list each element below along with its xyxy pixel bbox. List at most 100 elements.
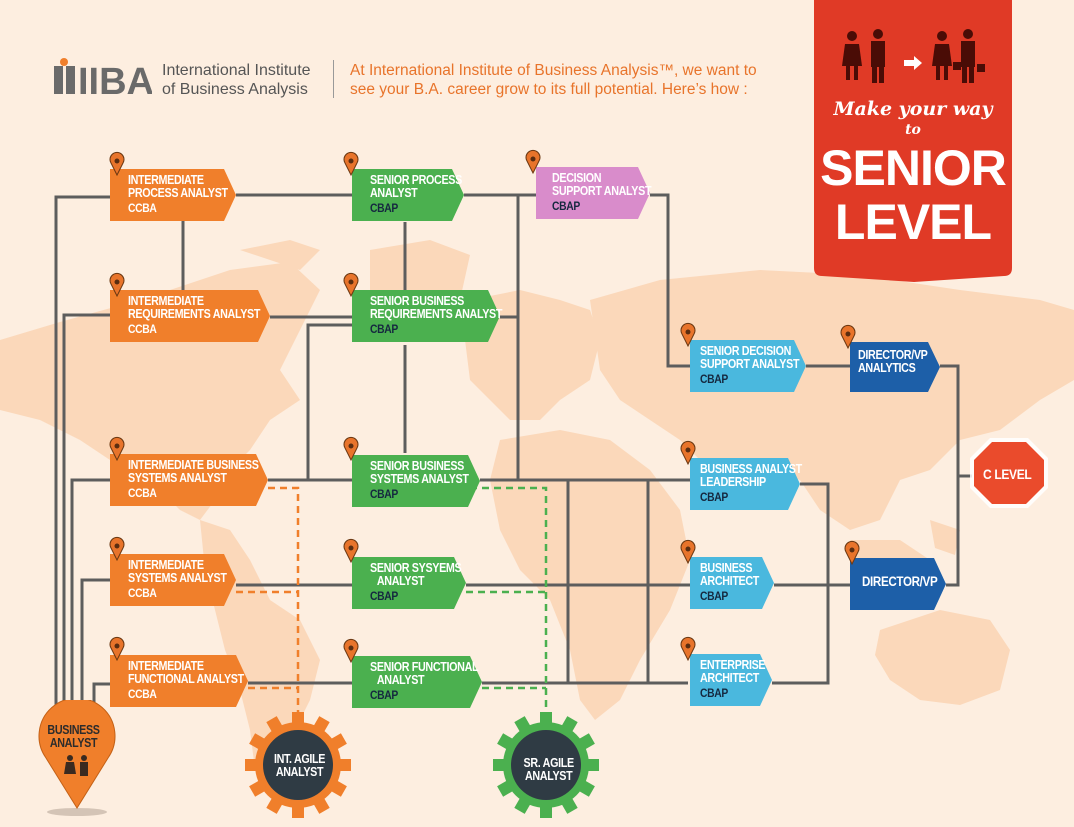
gear-tooth [312, 795, 330, 814]
tagline-line-2: see your B.A. career grow to its full po… [350, 81, 748, 98]
location-pin-dot [348, 158, 354, 164]
location-pin-icon [343, 151, 359, 177]
location-pin-dot [849, 547, 855, 553]
gear-tooth [514, 795, 532, 814]
c-level-label: C LEVEL [983, 466, 1032, 482]
header-tagline: At International Institute of Business A… [350, 61, 757, 99]
location-pin-dot [685, 329, 691, 335]
cert-label: CBAP [370, 322, 398, 336]
cert-label: CBAP [700, 589, 728, 603]
gear-tooth [576, 779, 595, 797]
node-senior-decision-support-analyst[interactable]: SENIOR DECISION SUPPORT ANALYST CBAP [700, 344, 800, 387]
location-pin-icon [343, 272, 359, 298]
location-pin-icon [109, 636, 125, 662]
agile-dashed-paths [236, 486, 548, 716]
location-pin-icon [525, 149, 541, 175]
location-pin-dot [348, 279, 354, 285]
node-senior-business-systems-analyst[interactable]: SENIOR BUSINESS SYSTEMS ANALYST CBAP [370, 459, 469, 502]
org-line-2: of Business Analysis [162, 81, 308, 98]
c-level-octagon[interactable]: C LEVEL [970, 438, 1048, 508]
location-pin-icon [680, 636, 696, 662]
location-pin-dot [114, 543, 120, 549]
node-senior-systems-analyst[interactable]: SENIOR SYSYEMS ANALYST CBAP [370, 561, 462, 604]
location-pin-icon [343, 638, 359, 664]
location-pin-dot [114, 158, 120, 164]
tagline-line-1: At International Institute of Business A… [350, 62, 757, 79]
gear-tooth [312, 716, 330, 735]
node-intermediate-business-systems-analyst[interactable]: INTERMEDIATE BUSINESS SYSTEMS ANALYST CC… [128, 458, 259, 501]
connector-lines [54, 193, 972, 720]
node-decision-support-analyst[interactable]: DECISION SUPPORT ANALYST CBAP [552, 171, 652, 214]
gear-tooth [249, 733, 268, 751]
banner-line-3: SENIOR [820, 140, 1007, 196]
cert-label: CBAP [700, 372, 728, 386]
gear-tooth [560, 716, 578, 735]
senior-level-banner: Make your way to SENIOR LEVEL [814, 0, 1012, 282]
trunk-to-int-systems [80, 578, 110, 720]
location-pin-dot [845, 331, 851, 337]
sr-agile-analyst-label[interactable]: SR. AGILE ANALYST [523, 756, 575, 783]
node-shapes [110, 167, 946, 708]
location-pin-icon [109, 272, 125, 298]
node-business-architect[interactable]: BUSINESS ARCHITECT CBAP [700, 561, 760, 604]
business-analyst-start-pin[interactable]: BUSINESS ANALYST [36, 700, 118, 816]
gear-tooth [292, 804, 304, 818]
node-intermediate-process-analyst[interactable]: INTERMEDIATE PROCESS ANALYST CCBA [128, 173, 228, 216]
location-pin-dot [114, 443, 120, 449]
location-pin-dot [348, 645, 354, 651]
location-pin-icon [109, 151, 125, 177]
cert-label: CCBA [128, 486, 157, 500]
gear-tooth [585, 759, 599, 771]
location-pin-dot [685, 643, 691, 649]
cert-label: CBAP [370, 201, 398, 215]
location-pin-dot [685, 447, 691, 453]
node-director-vp[interactable]: DIRECTOR/VP [862, 574, 938, 589]
location-pin-icon [109, 536, 125, 562]
node-senior-business-requirements-analyst[interactable]: SENIOR BUSINESS REQUIREMENTS ANALYST CBA… [370, 294, 503, 337]
location-pin-icon [680, 322, 696, 348]
location-pin-icon [844, 540, 860, 566]
node-director-vp-analytics[interactable]: DIRECTOR/VP ANALYTICS [858, 348, 928, 375]
location-pin-icon [343, 436, 359, 462]
location-pin-dot [348, 443, 354, 449]
trunk-to-int-requirements [62, 313, 110, 720]
gear-tooth [497, 733, 516, 751]
banner-line-4: LEVEL [834, 194, 992, 250]
cert-label: CCBA [128, 586, 157, 600]
iiba-logo: IIBA [52, 58, 154, 103]
node-intermediate-functional-analyst[interactable]: INTERMEDIATE FUNCTIONAL ANALYST CCBA [128, 659, 244, 702]
gear-tooth [245, 759, 259, 771]
gear-tooth [249, 779, 268, 797]
location-pin-icon [343, 538, 359, 564]
cert-label: CBAP [700, 490, 728, 504]
node-enterprise-architect[interactable]: ENTERPRISE ARCHITECT CBAP [700, 658, 766, 701]
location-pin-dot [114, 279, 120, 285]
int-agile-analyst-label[interactable]: INT. AGILE ANALYST [273, 752, 326, 779]
cert-label: CBAP [700, 686, 728, 700]
node-intermediate-systems-analyst[interactable]: INTERMEDIATE SYSTEMS ANALYST CCBA [128, 558, 227, 601]
sr-agile-gear [493, 712, 599, 818]
node-business-analyst-leadership[interactable]: BUSINESS ANALYST LEADERSHIP CBAP [700, 462, 802, 505]
cert-label: CBAP [370, 688, 398, 702]
banner-line-1: Make your way [833, 98, 993, 120]
gear-tooth [540, 712, 552, 726]
banner-line-2: to [905, 122, 921, 138]
node-senior-functional-analyst[interactable]: SENIOR FUNCTIONAL ANALYST CBAP [370, 660, 479, 703]
gear-tooth [266, 795, 284, 814]
trunk-to-int-business-systems [70, 478, 110, 720]
location-pins [109, 149, 860, 664]
cert-label: CBAP [552, 199, 580, 213]
gear-tooth [560, 795, 578, 814]
cert-label: CCBA [128, 322, 157, 336]
location-pin-dot [685, 546, 691, 552]
int-agile-gear [245, 712, 351, 818]
location-pin-dot [114, 643, 120, 649]
trunk-to-int-process [54, 195, 110, 720]
node-senior-process-analyst[interactable]: SENIOR PROCESS ANALYST CBAP [370, 173, 462, 216]
location-pin-icon [840, 324, 856, 350]
cert-label: CBAP [370, 589, 398, 603]
organization-name: International Institute of Business Anal… [162, 61, 311, 99]
node-intermediate-requirements-analyst[interactable]: INTERMEDIATE REQUIREMENTS ANALYST CCBA [128, 294, 261, 337]
